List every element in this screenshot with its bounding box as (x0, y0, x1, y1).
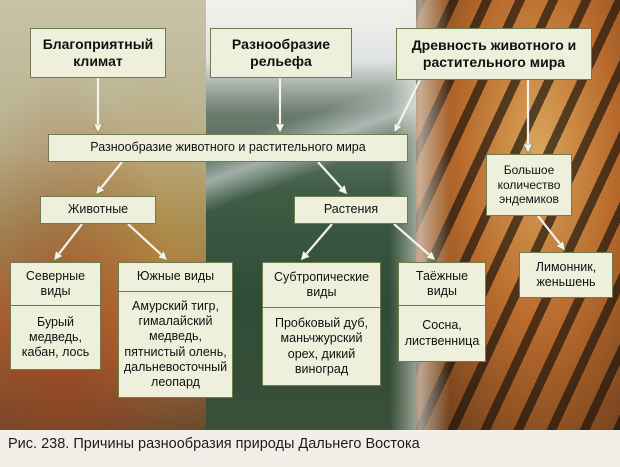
arrow-endemics-to-limonnik (537, 215, 564, 249)
arrow-animals-to-north (55, 223, 83, 259)
arrow-diversity-to-plants (317, 161, 346, 193)
arrow-layer (0, 79, 620, 430)
node-southern-species-title: Южные виды (136, 269, 215, 284)
arrow-diversity-to-animals (97, 161, 123, 193)
node-ancient-flora-fauna-label: Древность животного и растительного мира (411, 37, 577, 70)
node-limonnik-ginseng-label: Лимонник, женьшень (535, 259, 597, 289)
arrow-ancient-to-diversity (395, 79, 421, 131)
node-subtropical-species-list: Пробковый дуб, маньчжурский орех, дикий … (263, 307, 380, 385)
node-many-endemics-label: Большое количество эндемиков (497, 163, 561, 207)
node-subtropical-species: Субтропические виды Пробковый дуб, маньч… (262, 262, 381, 386)
node-taiga-species: Таёжные виды Сосна, лиственница (398, 262, 486, 362)
node-animals-label: Животные (67, 202, 129, 217)
figure-caption: Рис. 238. Причины разнообразия природы Д… (8, 436, 420, 452)
arrow-plants-to-subtrop (302, 223, 333, 259)
node-northern-species-title: Северные виды (25, 268, 86, 298)
node-many-endemics: Большое количество эндемиков (486, 154, 572, 216)
background-photo-collage: Благоприятный климат Разнообразие рельеф… (0, 0, 620, 430)
node-southern-species-list: Амурский тигр, гималайский медведь, пятн… (119, 291, 232, 397)
node-subtropical-species-title: Субтропические виды (273, 269, 370, 299)
node-flora-fauna-diversity: Разнообразие животного и растительного м… (48, 134, 408, 162)
node-limonnik-ginseng: Лимонник, женьшень (519, 252, 613, 298)
node-taiga-species-title: Таёжные виды (415, 268, 469, 298)
node-northern-species: Северные виды Бурый медведь, кабан, лось (10, 262, 101, 370)
node-favorable-climate-label: Благоприятный климат (42, 36, 154, 69)
node-plants: Растения (294, 196, 408, 224)
node-animals: Животные (40, 196, 156, 224)
node-southern-species: Южные виды Амурский тигр, гималайский ме… (118, 262, 233, 398)
node-relief-diversity: Разнообразие рельефа (210, 28, 352, 78)
node-plants-label: Растения (323, 202, 379, 217)
node-flora-fauna-diversity-label: Разнообразие животного и растительного м… (90, 140, 366, 155)
arrow-plants-to-taiga (393, 223, 434, 259)
arrow-animals-to-south (127, 223, 166, 259)
node-relief-diversity-label: Разнообразие рельефа (231, 36, 331, 69)
node-taiga-species-list: Сосна, лиственница (399, 305, 485, 361)
node-ancient-flora-fauna: Древность животного и растительного мира (396, 28, 592, 80)
node-favorable-climate: Благоприятный климат (30, 28, 166, 78)
node-northern-species-list: Бурый медведь, кабан, лось (11, 305, 100, 369)
